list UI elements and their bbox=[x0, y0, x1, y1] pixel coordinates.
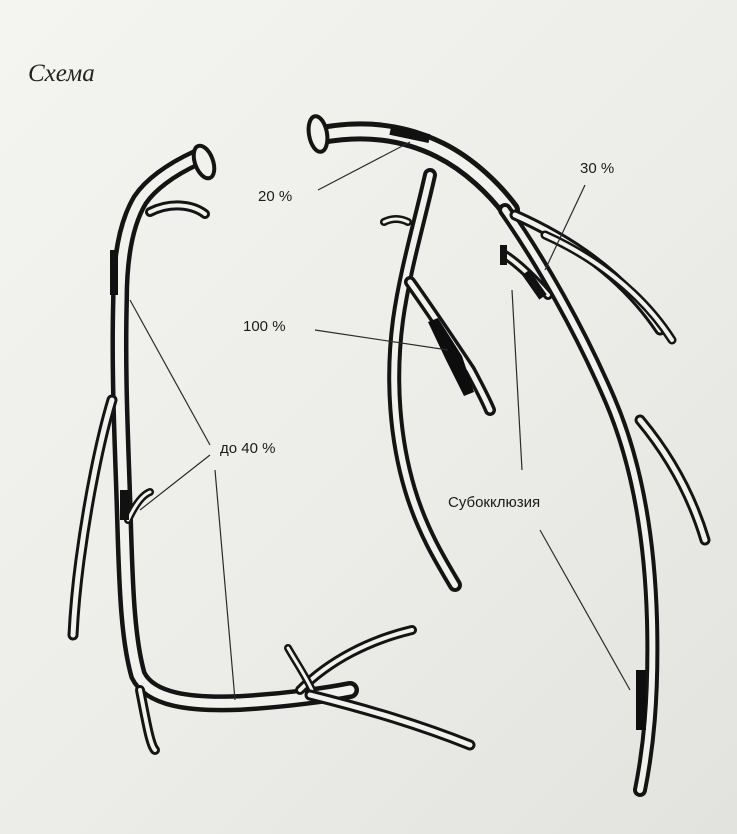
label-up-to-40-percent: до 40 % bbox=[220, 440, 275, 457]
lca-subocclusion-distal bbox=[636, 670, 646, 730]
label-subocclusion: Субокклюзия bbox=[448, 494, 540, 511]
rca-stenosis-proximal bbox=[110, 250, 118, 295]
label-100-percent: 100 % bbox=[243, 318, 286, 335]
label-30-percent: 30 % bbox=[580, 160, 614, 177]
label-20-percent: 20 % bbox=[258, 188, 292, 205]
left-coronary-artery bbox=[306, 115, 705, 790]
leader-lines bbox=[130, 142, 630, 700]
lca-ostium bbox=[306, 115, 330, 154]
rca-ostium bbox=[190, 143, 219, 181]
rca-stenosis-mid bbox=[120, 490, 129, 520]
lca-stenosis-subocclusion-prox bbox=[500, 245, 507, 265]
